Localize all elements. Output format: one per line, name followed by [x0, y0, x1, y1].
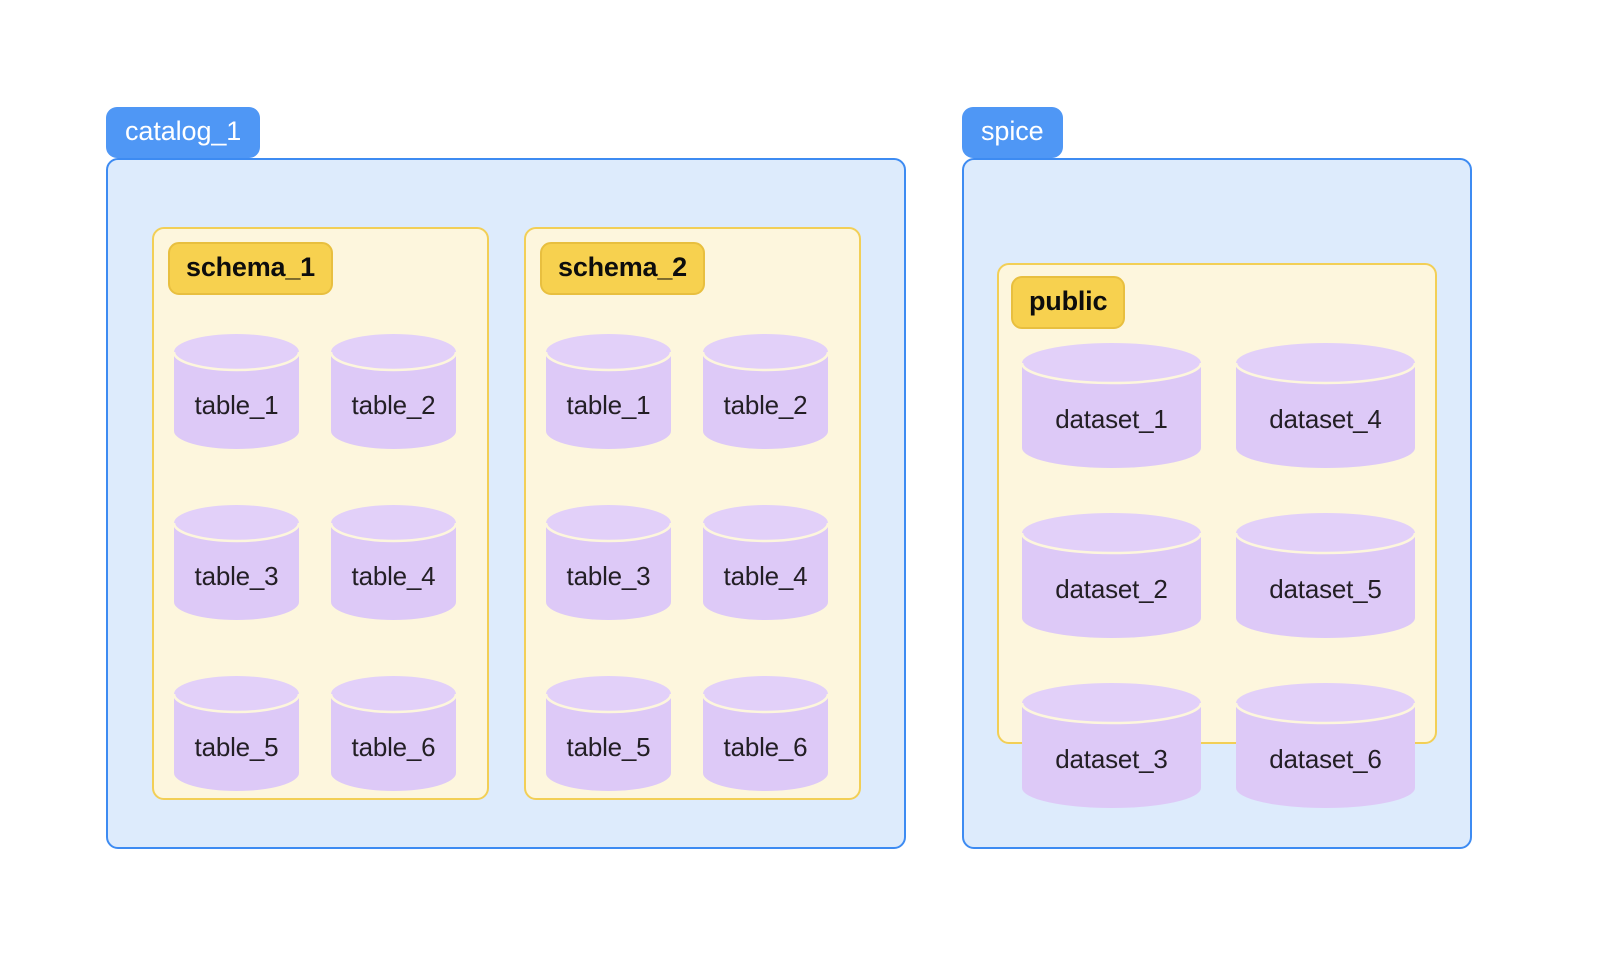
cylinder-label: dataset_5 — [1269, 574, 1382, 604]
cylinder-table-6[interactable]: table_6 — [331, 676, 456, 791]
cylinder-label: table_1 — [566, 390, 651, 420]
cylinder-icon — [174, 676, 299, 791]
cylinder-icon — [1236, 343, 1415, 468]
cylinder-icon — [546, 676, 671, 791]
cylinder-label: table_1 — [194, 390, 279, 420]
cylinder-table-3[interactable]: table_3 — [174, 505, 299, 620]
cylinder-table-5[interactable]: table_5 — [546, 676, 671, 791]
cylinder-icon — [174, 334, 299, 449]
schema-badge-schema-1[interactable]: schema_1 — [168, 242, 333, 295]
cylinder-dataset-5[interactable]: dataset_5 — [1236, 513, 1415, 638]
cylinder-table-1[interactable]: table_1 — [546, 334, 671, 449]
cylinder-icon — [703, 505, 828, 620]
group-box-catalog-1: schema_1 table_1 tab — [106, 158, 906, 849]
cylinder-label: dataset_1 — [1055, 404, 1168, 434]
cylinder-label: table_3 — [194, 561, 279, 591]
cylinder-label: table_6 — [723, 732, 808, 762]
cylinder-label: table_4 — [351, 561, 436, 591]
cylinder-label: table_5 — [566, 732, 651, 762]
cylinder-label: dataset_2 — [1055, 574, 1168, 604]
cylinder-table-6[interactable]: table_6 — [703, 676, 828, 791]
cylinder-table-4[interactable]: table_4 — [331, 505, 456, 620]
cylinder-label: table_6 — [351, 732, 436, 762]
cylinder-label: table_2 — [723, 390, 808, 420]
cylinder-icon — [174, 505, 299, 620]
cylinder-dataset-4[interactable]: dataset_4 — [1236, 343, 1415, 468]
cylinder-table-5[interactable]: table_5 — [174, 676, 299, 791]
cylinder-label: dataset_6 — [1269, 744, 1382, 774]
cylinder-table-2[interactable]: table_2 — [331, 334, 456, 449]
cylinder-label: table_2 — [351, 390, 436, 420]
cylinder-dataset-1[interactable]: dataset_1 — [1022, 343, 1201, 468]
cylinder-table-4[interactable]: table_4 — [703, 505, 828, 620]
cylinder-table-2[interactable]: table_2 — [703, 334, 828, 449]
cylinder-icon — [1236, 513, 1415, 638]
cylinder-icon — [331, 505, 456, 620]
schema-container-schema-1: schema_1 table_1 tab — [152, 227, 489, 800]
cylinder-label: table_5 — [194, 732, 279, 762]
group-box-spice: public dataset_1 dat — [962, 158, 1472, 849]
schema-container-public: public dataset_1 dat — [997, 263, 1437, 808]
cylinder-icon — [546, 334, 671, 449]
cylinder-label: table_4 — [723, 561, 808, 591]
cylinder-table-1[interactable]: table_1 — [174, 334, 299, 449]
cylinder-label: dataset_3 — [1055, 744, 1168, 774]
cylinder-dataset-2[interactable]: dataset_2 — [1022, 513, 1201, 638]
schema-container-schema-2: schema_2 table_1 table_2 — [524, 227, 861, 800]
cylinder-icon — [1022, 513, 1201, 638]
cylinder-label: dataset_4 — [1269, 404, 1382, 434]
schema-badge-public[interactable]: public — [1011, 276, 1126, 329]
cylinder-icon — [1236, 683, 1415, 808]
cylinder-icon — [1022, 683, 1201, 808]
cylinder-label: table_3 — [566, 561, 651, 591]
schema-badge-schema-2[interactable]: schema_2 — [540, 242, 705, 295]
cylinder-dataset-3[interactable]: dataset_3 — [1022, 683, 1201, 808]
cylinder-icon — [331, 334, 456, 449]
group-spice: spice public dataset_1 — [962, 107, 1472, 849]
cylinder-icon — [546, 505, 671, 620]
cylinder-icon — [703, 676, 828, 791]
group-catalog-1: catalog_1 schema_1 table_1 — [106, 107, 906, 849]
cylinder-dataset-6[interactable]: dataset_6 — [1236, 683, 1415, 808]
cylinder-icon — [1022, 343, 1201, 468]
cylinder-icon — [331, 676, 456, 791]
cylinder-icon — [703, 334, 828, 449]
group-badge-spice[interactable]: spice — [962, 107, 1063, 158]
group-badge-catalog-1[interactable]: catalog_1 — [106, 107, 261, 158]
cylinder-table-3[interactable]: table_3 — [546, 505, 671, 620]
